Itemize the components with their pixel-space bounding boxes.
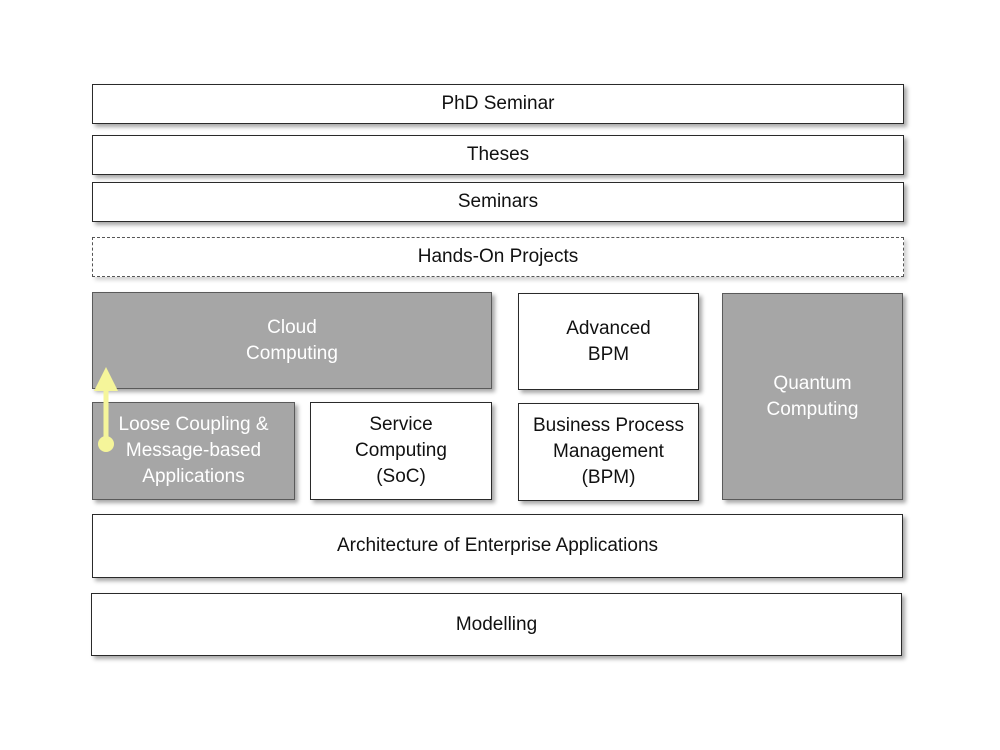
architecture-label: Architecture of Enterprise Applications xyxy=(336,535,659,556)
quantum-computing-box: Quantum Computing xyxy=(722,293,903,500)
advanced-bpm-label-line-2: BPM xyxy=(587,343,630,365)
seminars-label: Seminars xyxy=(457,191,539,212)
hands-on-projects-box: Hands-On Projects xyxy=(92,237,904,277)
cloud-computing-label-line-2: Computing xyxy=(246,342,338,364)
theses-box: Theses xyxy=(92,135,904,175)
architecture-box: Architecture of Enterprise Applications xyxy=(92,514,903,578)
quantum-computing-label-line-1: Quantum xyxy=(773,372,852,394)
hands-on-projects-label: Hands-On Projects xyxy=(417,246,579,267)
bpm-label-line-2: Management xyxy=(553,441,664,462)
seminars-box: Seminars xyxy=(92,182,904,222)
service-computing-box: Service Computing (SoC) xyxy=(310,402,492,500)
advanced-bpm-box: Advanced BPM xyxy=(518,293,699,390)
theses-label: Theses xyxy=(466,144,530,165)
modelling-box: Modelling xyxy=(91,593,902,656)
cloud-computing-label-line-1: Cloud xyxy=(267,316,317,338)
bpm-label-line-3: (BPM) xyxy=(581,467,636,488)
phd-seminar-box: PhD Seminar xyxy=(92,84,904,124)
quantum-computing-label-line-2: Computing xyxy=(766,398,859,420)
loose-coupling-box: Loose Coupling & Message-based Applicati… xyxy=(92,402,295,500)
phd-seminar-label: PhD Seminar xyxy=(441,93,555,114)
cloud-computing-box: Cloud Computing xyxy=(92,292,492,389)
loose-coupling-label-line-1: Loose Coupling & xyxy=(118,414,269,435)
modelling-label: Modelling xyxy=(455,613,538,635)
service-computing-label-line-3: (SoC) xyxy=(376,466,426,487)
bpm-label-line-1: Business Process xyxy=(532,415,684,436)
loose-coupling-label-line-3: Applications xyxy=(142,466,245,487)
advanced-bpm-label-line-1: Advanced xyxy=(566,317,651,339)
service-computing-label-line-2: Computing xyxy=(355,440,447,461)
loose-coupling-label-line-2: Message-based xyxy=(125,440,262,461)
business-process-management-box: Business Process Management (BPM) xyxy=(518,403,699,501)
service-computing-label-line-1: Service xyxy=(369,414,433,435)
